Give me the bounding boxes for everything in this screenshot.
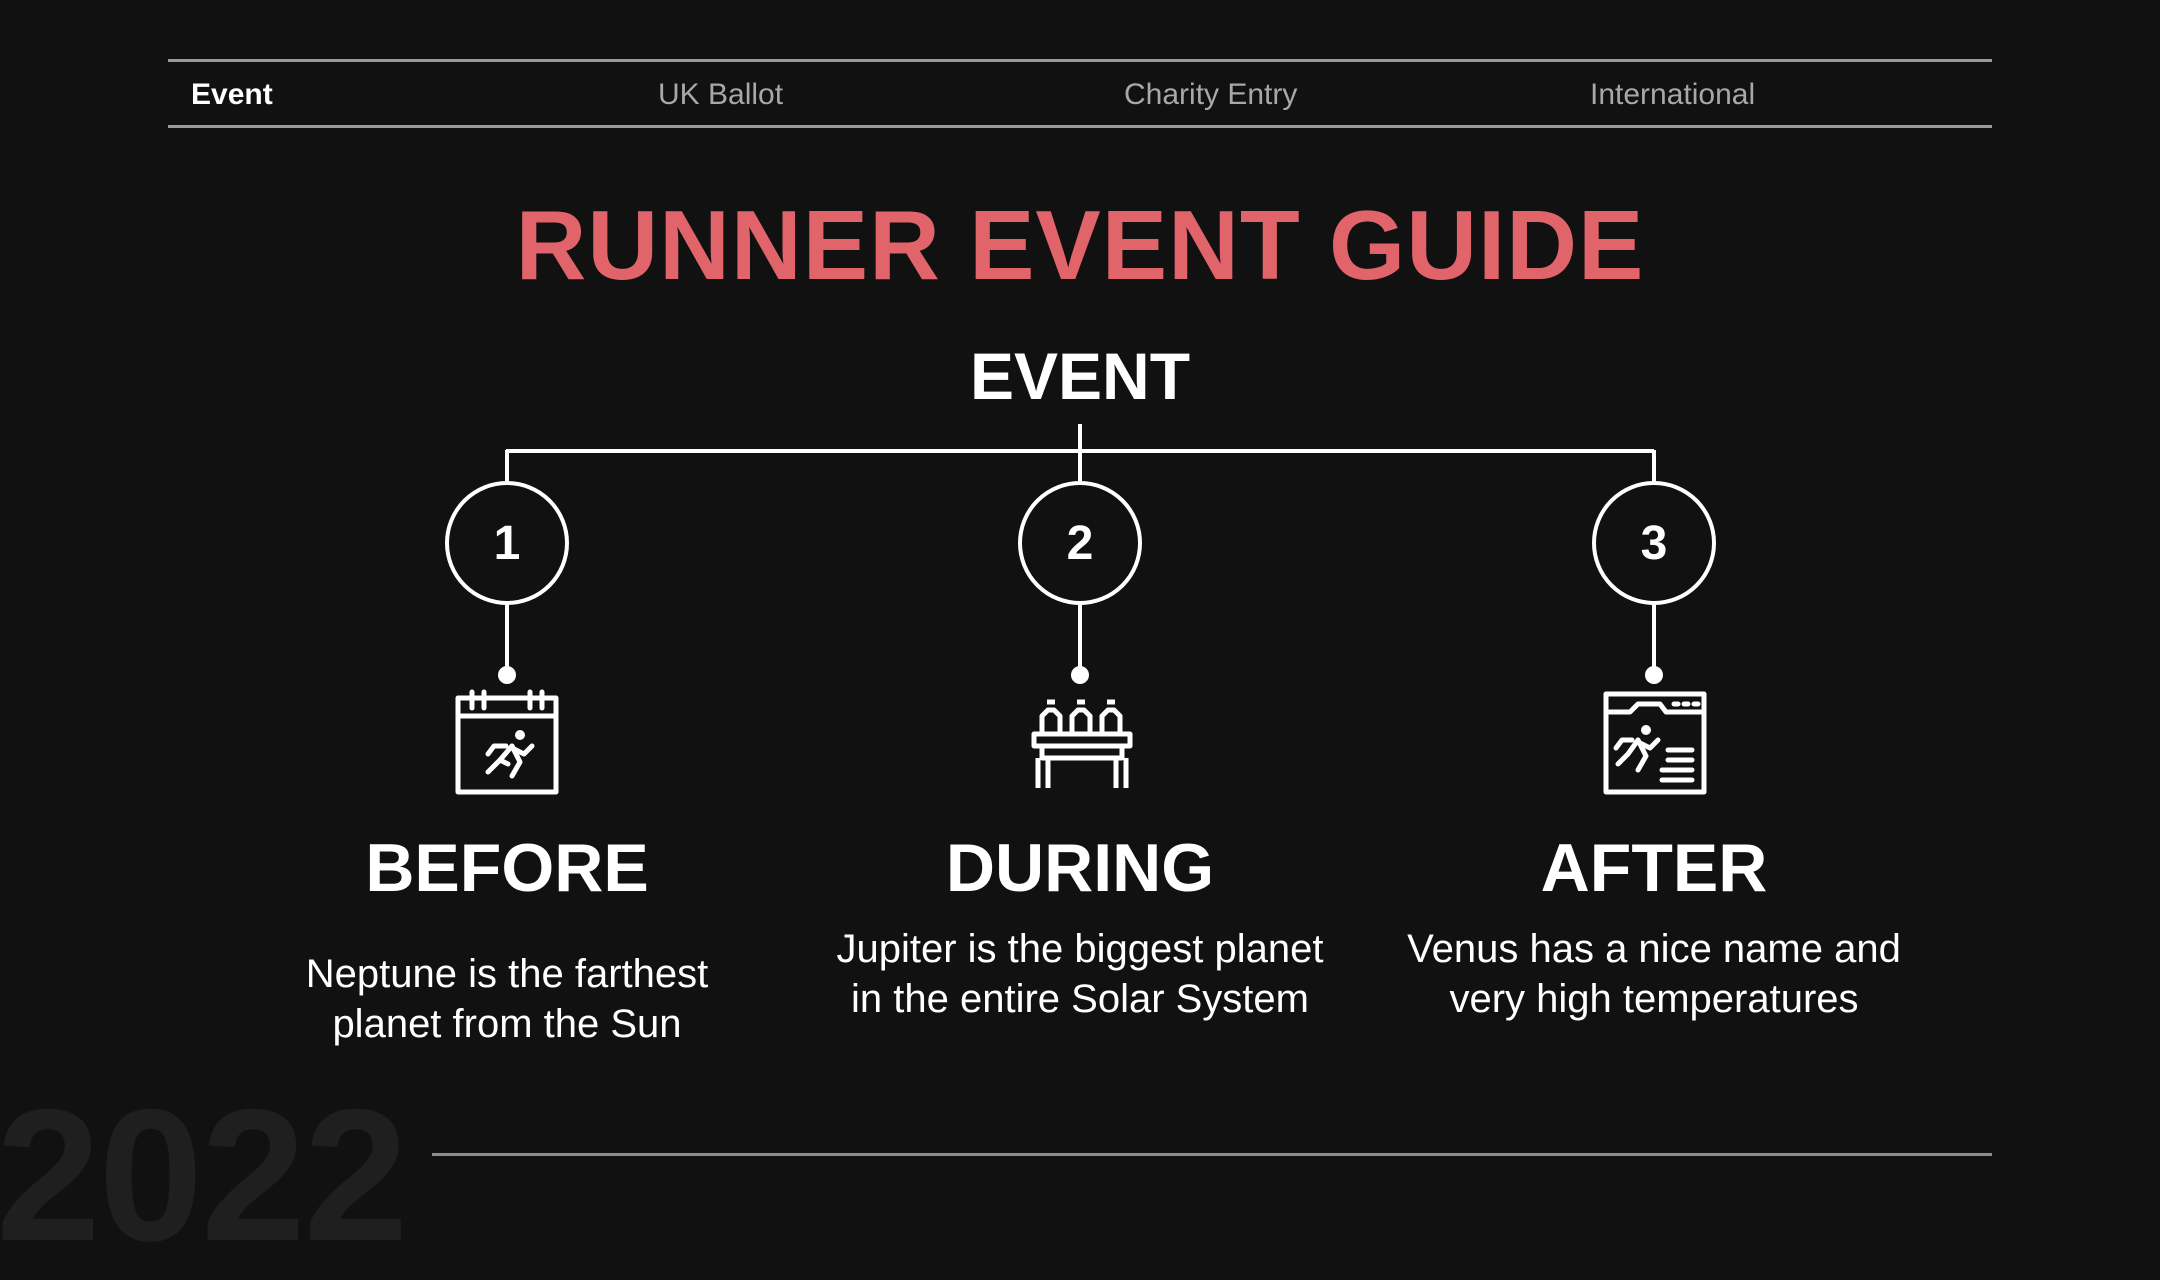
stage-title-after: AFTER [1540,830,1768,906]
tree-root-label: EVENT [969,339,1191,413]
stage-description-during: Jupiter is the biggest planet in the ent… [836,927,1324,1021]
step-number-3: 3 [1640,517,1668,570]
stem-dot-1 [498,666,516,684]
nav-tab-event[interactable]: Event [191,78,273,111]
step-number-2: 2 [1066,517,1094,570]
page-title: RUNNER EVENT GUIDE [515,190,1645,300]
nav-tab-uk-ballot[interactable]: UK Ballot [658,78,784,111]
stem-dot-3 [1645,666,1663,684]
step-number-1: 1 [493,517,521,570]
stage-title-during: DURING [945,830,1215,906]
nav-tab-charity-entry[interactable]: Charity Entry [1124,78,1298,111]
stage-title-before: BEFORE [365,830,649,906]
nav-bottom-divider [168,125,1992,128]
footer-divider [432,1153,1992,1156]
calendar-runner-icon [455,689,559,795]
stem-dot-2 [1071,666,1089,684]
year-watermark: 2022 [0,1070,408,1280]
stage-description-after: Venus has a nice name and very high temp… [1407,927,1901,1021]
nav-top-divider [168,59,1992,62]
water-station-table-icon [1031,699,1133,788]
timeline-tree [445,424,1716,795]
browser-runner-results-icon [1603,691,1707,795]
stage-description-before: Neptune is the farthest planet from the … [305,952,709,1046]
nav-tab-international[interactable]: International [1590,78,1756,111]
